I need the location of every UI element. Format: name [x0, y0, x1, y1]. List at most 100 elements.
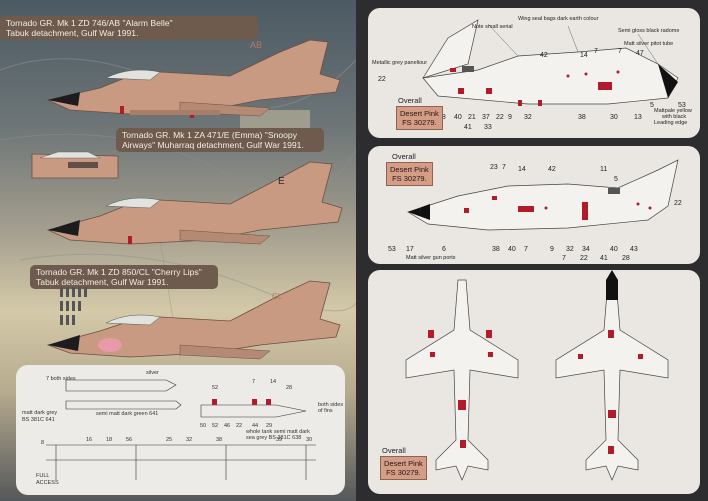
callout-number: 53: [678, 102, 686, 109]
tornado-nose-detail: [31, 151, 119, 179]
note: ACCESS: [36, 480, 59, 486]
callout-number: 52: [212, 385, 219, 391]
callout-number: 6: [442, 246, 446, 253]
caption-line: Tornado GR. Mk 1 ZA 471/E (Emma) "Snoopy: [122, 130, 297, 140]
callout-number: 32: [524, 114, 532, 121]
callout-number: 38: [492, 246, 500, 253]
plan-view-drawing: [405, 270, 669, 481]
desert-pink-swatch: Desert Pink FS 30279.: [380, 456, 427, 480]
note: semi matt dark green 641: [96, 411, 159, 417]
caption-line: Tornado GR. Mk 1 ZD 850/CL "Cherry Lips": [36, 267, 202, 277]
callout-number: 7: [418, 208, 422, 215]
callout-number: 7: [562, 255, 566, 262]
overall-label: Overall: [398, 96, 422, 105]
callout-number: 46: [224, 423, 231, 429]
callout-number: 33: [484, 124, 492, 131]
tornado-profile-1: AB: [46, 39, 341, 118]
bomb-mission-markings: [60, 287, 87, 325]
note: 7 both sides: [46, 376, 76, 382]
note: FULL: [36, 473, 50, 479]
callout-number: 53: [388, 246, 396, 253]
note: with black: [662, 114, 687, 120]
note: Matt silver pitot tube: [624, 41, 674, 47]
callout-number: 7: [594, 48, 598, 55]
callout-number: 14: [518, 166, 526, 173]
callout-number: 18: [106, 437, 113, 443]
caption-line: Airways" Muharraq detachment, Gulf War 1…: [122, 140, 304, 150]
callout-number: 37: [482, 114, 490, 121]
profile-column: Tornado GR. Mk 1 ZD 746/AB "Alarm Belle"…: [0, 0, 356, 501]
tail-code: AB: [250, 40, 262, 50]
note: BS 381C 641: [22, 417, 55, 423]
callout-number: 21: [468, 114, 476, 121]
side-view-panel-left: Note small serial Wing seal bags dark ea…: [368, 8, 700, 138]
external-stores-panel: 7 both sides silver matt dark grey BS 38…: [16, 365, 345, 495]
caption-line: Tabuk detachment, Gulf War 1991.: [6, 28, 139, 38]
desert-pink-swatch: Desert Pink FS 30279.: [386, 162, 433, 186]
callout-number: 28: [286, 385, 293, 391]
callout-number: 17: [406, 246, 414, 253]
note: Note small serial: [472, 24, 513, 30]
tail-code: CL: [272, 292, 283, 301]
callout-number: 7: [502, 164, 506, 171]
callout-number: 32: [566, 246, 574, 253]
swatch-name: Desert Pink: [384, 459, 423, 468]
note: Leading edge: [654, 120, 688, 126]
side-view-drawing-2: [407, 159, 679, 231]
profile-caption-2: Tornado GR. Mk 1 ZA 471/E (Emma) "Snoopy…: [116, 128, 324, 152]
callout-number: 30: [610, 114, 618, 121]
tornado-profile-3: CL: [46, 280, 341, 360]
side-view-drawing-1: [422, 19, 679, 106]
callout-number: 42: [540, 52, 548, 59]
stores-drawing: [46, 379, 316, 480]
note: Matt silver gun ports: [406, 255, 456, 261]
callout-number: 44: [252, 423, 259, 429]
callout-number: 9: [550, 246, 554, 253]
note: Metallic grey paneliour: [372, 60, 428, 66]
callout-number: 43: [630, 246, 638, 253]
callout-number: 22: [580, 255, 588, 262]
callout-number: 50: [200, 423, 207, 429]
note: both sides: [318, 402, 344, 408]
callout-number: 22: [378, 76, 386, 83]
callout-number: 39: [276, 437, 283, 443]
overall-label: Overall: [392, 152, 416, 161]
callout-number: 7: [524, 246, 528, 253]
callout-number: 28: [622, 255, 630, 262]
swatch-name: Desert Pink: [400, 109, 439, 118]
side-view-panel-right: 7 23 7 14 42 11 5 22 53 17 6 38 40 7 9 3…: [368, 146, 700, 264]
overall-label: Overall: [382, 446, 406, 455]
callout-number: 40: [454, 114, 462, 121]
tornado-profile-2: E: [46, 161, 343, 245]
swatch-code: FS 30279.: [386, 468, 421, 477]
swatch-code: FS 30279.: [392, 174, 427, 183]
callout-number: 11: [600, 166, 608, 173]
note: Semi gloss black radome: [618, 28, 680, 34]
callout-number: 7: [252, 379, 256, 385]
callout-number: 22: [496, 114, 504, 121]
tail-code: E: [278, 176, 285, 187]
callout-number: 9: [508, 114, 512, 121]
callout-number: 16: [86, 437, 93, 443]
callout-number: 5: [614, 176, 618, 183]
callout-number: 32: [186, 437, 193, 443]
plan-view-panel: Overall Desert Pink FS 30279.: [368, 270, 700, 494]
callout-number: 30: [306, 437, 313, 443]
plan-column: Note small serial Wing seal bags dark ea…: [356, 0, 708, 501]
callout-number: 41: [464, 124, 472, 131]
callout-number: 22: [674, 200, 682, 207]
note: sea grey BS 381C 638: [246, 435, 302, 441]
callout-number: 47: [636, 50, 644, 57]
note: Mattpale yellow: [654, 108, 692, 114]
callout-number: 38: [216, 437, 223, 443]
callout-number: 34: [582, 246, 590, 253]
note: whole tank semi matt dark: [246, 429, 310, 435]
callout-number: 22: [236, 423, 243, 429]
callout-number: 14: [270, 379, 277, 385]
caption-line: Tornado GR. Mk 1 ZD 746/AB "Alarm Belle": [6, 18, 173, 28]
callout-number: 8: [41, 440, 45, 446]
callout-number: 38: [578, 114, 586, 121]
swatch-code: FS 30279.: [402, 118, 437, 127]
callout-number: 52: [212, 423, 219, 429]
